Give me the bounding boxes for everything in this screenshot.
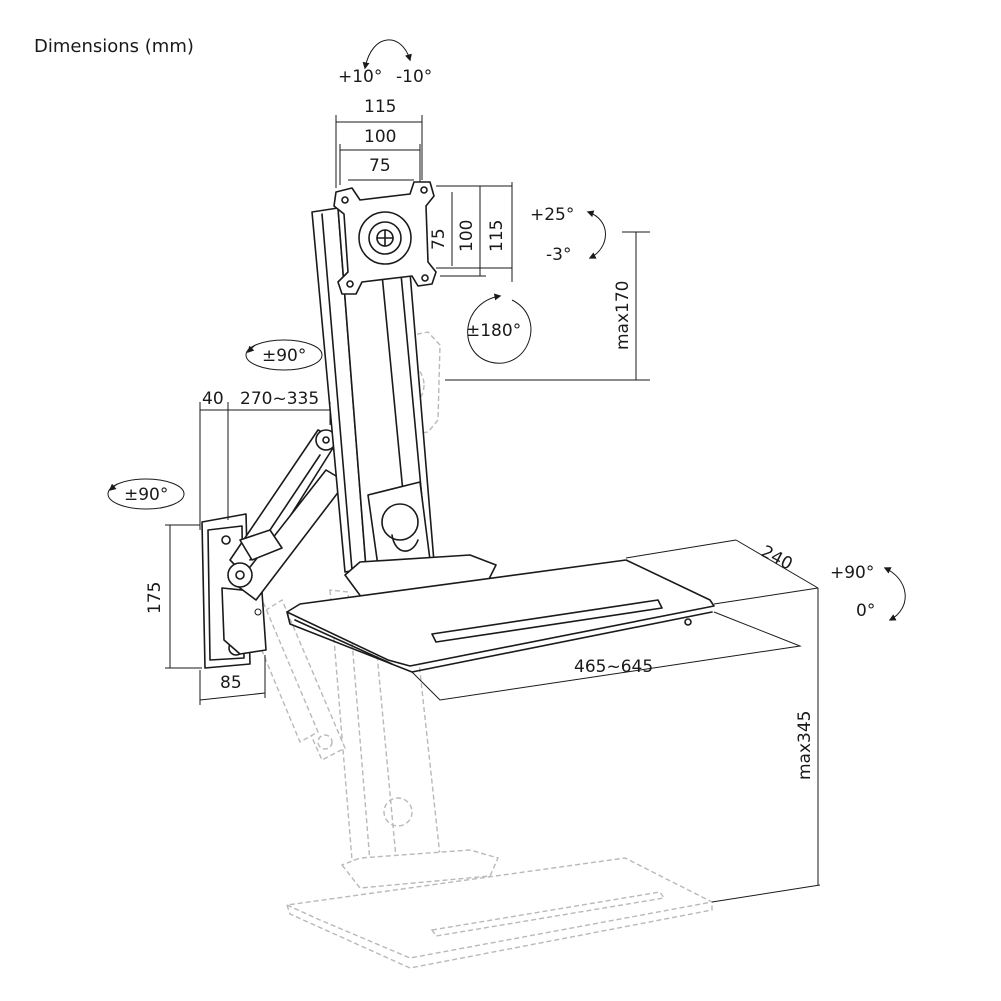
label-vesa-100-w: 100	[364, 127, 396, 147]
label-vesa-75-h: 75	[429, 228, 449, 250]
label-tilt-zero: 0°	[856, 601, 875, 621]
label-tilt-top-minus: -10°	[396, 67, 432, 87]
label-tilt-minus3: -3°	[546, 245, 571, 265]
dimension-labels: +10° -10° 115 100 75 75 100 115 +25° -3°…	[124, 67, 875, 780]
label-tilt-plus90: +90°	[830, 563, 874, 583]
diagram-title: Dimensions (mm)	[34, 36, 194, 57]
gas-spring-arm	[227, 429, 347, 601]
label-dim-240: 240	[758, 542, 796, 575]
dimension-lines	[107, 39, 906, 903]
label-vesa-75-w: 75	[369, 156, 391, 176]
label-swivel-90-left: ±90°	[124, 485, 168, 505]
label-rotate-180: ±180°	[466, 321, 521, 341]
label-dim-40: 40	[202, 389, 224, 409]
label-tilt-plus25: +25°	[530, 205, 574, 225]
label-max170: max170	[613, 281, 633, 351]
label-dim-465-645: 465~645	[574, 657, 653, 677]
label-dim-270-335: 270~335	[240, 389, 319, 409]
label-max345: max345	[795, 711, 815, 781]
label-vesa-115-w: 115	[364, 97, 396, 117]
vesa-plate	[333, 181, 437, 295]
label-dim-85: 85	[220, 673, 242, 693]
label-dim-175: 175	[145, 582, 165, 614]
label-vesa-100-h: 100	[457, 220, 477, 252]
label-swivel-90-upper: ±90°	[262, 346, 306, 366]
keyboard-tray	[286, 559, 715, 673]
label-tilt-top-plus: +10°	[338, 67, 382, 87]
label-vesa-115-h: 115	[487, 220, 507, 252]
